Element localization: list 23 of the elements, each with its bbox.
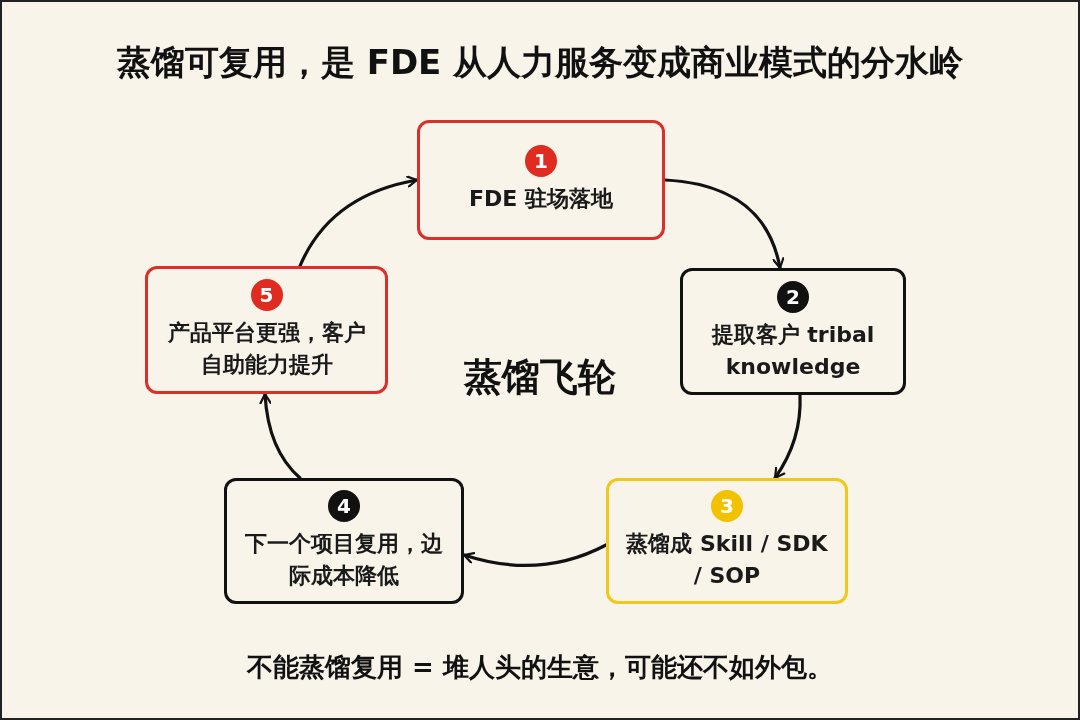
number-badge: 3 (711, 490, 743, 522)
step-box (680, 268, 906, 395)
step-text: 下一个项目复用，边际成本降低 (244, 530, 444, 590)
center-label: 蒸馏飞轮 (462, 354, 617, 401)
curved-arrow (259, 392, 302, 480)
number-badge: 1 (525, 145, 557, 177)
step-box (606, 478, 848, 604)
curved-arrow (298, 175, 419, 268)
step-text: 蒸馏成 Skill / SDK / SOP (625, 530, 829, 590)
step-text: 提取客户 tribal knowledge (710, 320, 876, 381)
number-badge: 4 (328, 490, 360, 522)
curved-arrow (773, 393, 802, 480)
number-badge: 5 (250, 279, 283, 311)
curved-arrow (462, 543, 608, 567)
step-text: FDE 驻场落地 (468, 185, 614, 213)
caption: 不能蒸馏复用 = 堆人头的生意，可能还不如外包。 (245, 651, 834, 684)
step-box (145, 266, 388, 394)
step-box (417, 120, 665, 240)
curved-arrow (663, 178, 784, 270)
step-text: 产品平台更强，客户自助能力提升 (166, 319, 367, 379)
number-badge: 2 (777, 280, 809, 313)
step-box (224, 478, 464, 604)
title: 蒸馏可复用，是 FDE 从人力服务变成商业模式的分水岭 (115, 41, 965, 84)
